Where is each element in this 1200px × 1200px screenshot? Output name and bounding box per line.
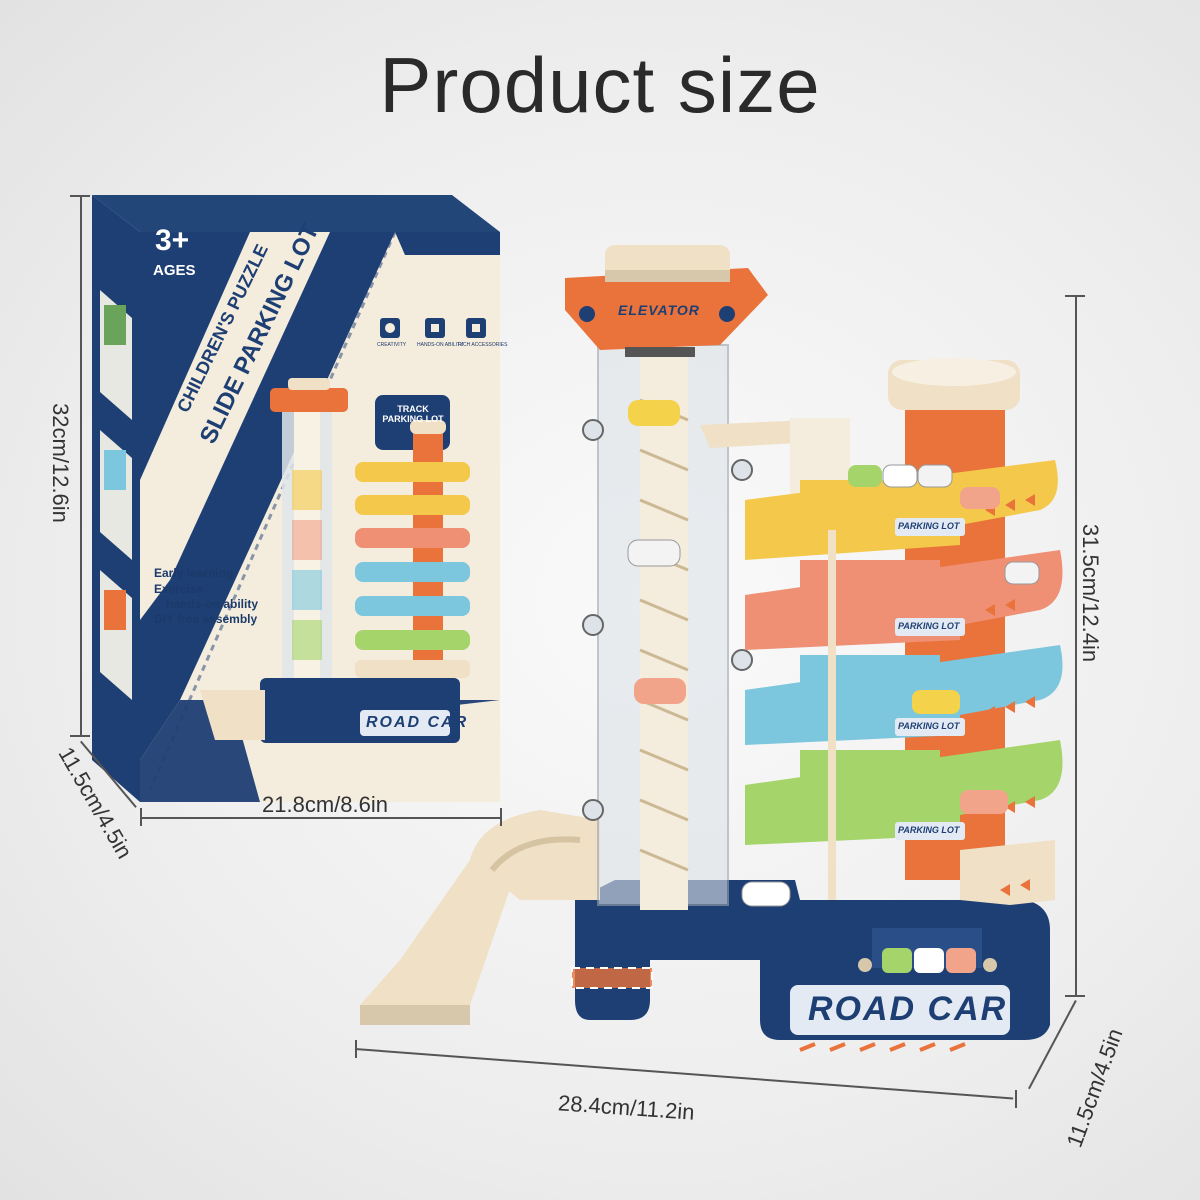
box-height-line [80, 195, 82, 735]
parking-sign-2: PARKING LOT [898, 621, 960, 631]
box-logo: ROAD CAR [366, 714, 469, 731]
page-title: Product size [379, 41, 821, 129]
parking-sign-3: PARKING LOT [898, 721, 960, 731]
box-top-face [92, 195, 500, 232]
box-width-line [140, 817, 500, 819]
box-width-label: 21.8cm/8.6in [262, 792, 388, 817]
box-icon-caption-3: RICH ACCESSORIES [458, 342, 508, 348]
toy-ramp [360, 860, 520, 1005]
elevator-label: ELEVATOR [618, 302, 700, 318]
parking-sign-1: PARKING LOT [898, 521, 960, 531]
box-feature-2: Exercise [154, 582, 204, 596]
box-icon-caption-2: HANDS-ON ABILITY [417, 342, 464, 348]
box-icon-caption-1: CREATIVITY [377, 342, 407, 348]
box-age-label: AGES [153, 262, 196, 279]
toy-height-line [1075, 295, 1077, 995]
box-feature-4: DIY free assembly [154, 612, 258, 626]
box-height-label: 32cm/12.6in [48, 403, 73, 523]
toy-height-label: 31.5cm/12.4in [1078, 523, 1103, 663]
box-feature-3: hands-on ability [166, 597, 259, 611]
box-feature-1: Early learning [154, 566, 234, 580]
parking-sign-4: PARKING LOT [898, 825, 960, 835]
box-age-number: 3+ [155, 224, 190, 257]
box-mini-sign: TRACK PARKING LOT [382, 404, 444, 424]
toy-logo: ROAD CAR [808, 990, 1008, 1028]
level-bottom-track [960, 840, 1055, 905]
elevator-head [565, 268, 768, 350]
